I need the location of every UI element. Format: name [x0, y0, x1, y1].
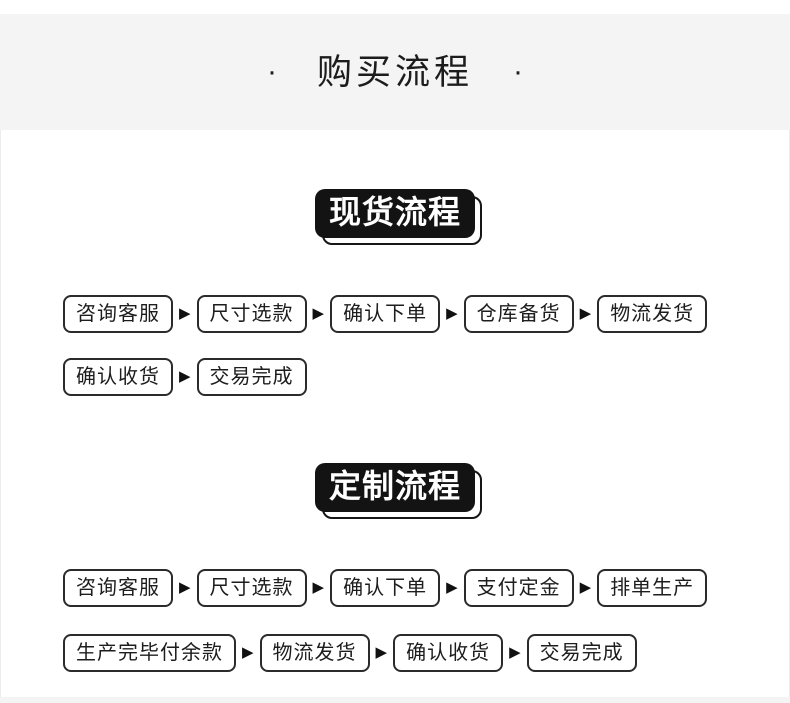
- step-box: 交易完成: [196, 357, 307, 396]
- custom-flow-row-1: 咨询客服 ▶ 尺寸选款 ▶ 确认下单 ▶ 支付定金 ▶ 排单生产: [63, 568, 789, 607]
- step-box: 物流发货: [259, 633, 370, 672]
- right-arrow-icon: ▶: [312, 579, 325, 596]
- step-box: 物流发货: [597, 294, 708, 333]
- instock-flow-row-1: 咨询客服 ▶ 尺寸选款 ▶ 确认下单 ▶ 仓库备货 ▶ 物流发货: [63, 294, 789, 333]
- right-arrow-icon: ▶: [179, 368, 191, 386]
- step-box: 确认收货: [393, 633, 504, 672]
- header-dot-right: ·: [513, 55, 523, 88]
- page-title: 购买流程: [316, 52, 473, 92]
- bottom-gray-strip: [0, 697, 790, 703]
- step-box: 交易完成: [526, 633, 637, 672]
- step-box: 生产完毕付余款: [63, 633, 236, 672]
- step-box: 排单生产: [597, 568, 708, 607]
- custom-flow-row-2: 生产完毕付余款 ▶ 物流发货 ▶ 确认收货 ▶ 交易完成: [63, 633, 789, 672]
- step-box: 尺寸选款: [196, 294, 307, 333]
- step-box: 咨询客服: [63, 294, 173, 333]
- badge-instock-flow: 现货流程: [314, 189, 475, 238]
- header-dot-left: ·: [266, 55, 277, 88]
- right-arrow-icon: ▶: [179, 579, 191, 596]
- step-box: 确认下单: [330, 568, 441, 607]
- right-arrow-icon: ▶: [242, 644, 254, 661]
- custom-badge-row: 定制流程: [1, 462, 789, 519]
- top-white-strip: [0, 0, 790, 14]
- instock-badge-row: 现货流程: [1, 189, 789, 245]
- right-arrow-icon: ▶: [446, 579, 458, 596]
- instock-flow-row-2: 确认收货 ▶ 交易完成: [63, 357, 789, 396]
- instock-badge-wrap: 现货流程: [314, 189, 482, 245]
- right-arrow-icon: ▶: [375, 644, 388, 661]
- step-box: 仓库备货: [463, 294, 574, 333]
- custom-badge-wrap: 定制流程: [314, 462, 482, 519]
- step-box: 确认下单: [330, 294, 441, 333]
- right-arrow-icon: ▶: [446, 305, 458, 323]
- step-box: 尺寸选款: [196, 568, 307, 607]
- step-box: 支付定金: [463, 568, 574, 607]
- step-box: 咨询客服: [63, 568, 173, 607]
- badge-custom-flow: 定制流程: [314, 462, 475, 512]
- right-arrow-icon: ▶: [509, 644, 521, 661]
- right-arrow-icon: ▶: [579, 579, 592, 596]
- section-header: · 购买流程 ·: [0, 14, 790, 130]
- step-box: 确认收货: [63, 357, 173, 396]
- right-arrow-icon: ▶: [312, 305, 325, 323]
- process-card: 现货流程 咨询客服 ▶ 尺寸选款 ▶ 确认下单 ▶ 仓库备货 ▶ 物流发货 确认…: [0, 130, 790, 697]
- right-arrow-icon: ▶: [579, 305, 592, 323]
- right-arrow-icon: ▶: [179, 305, 191, 323]
